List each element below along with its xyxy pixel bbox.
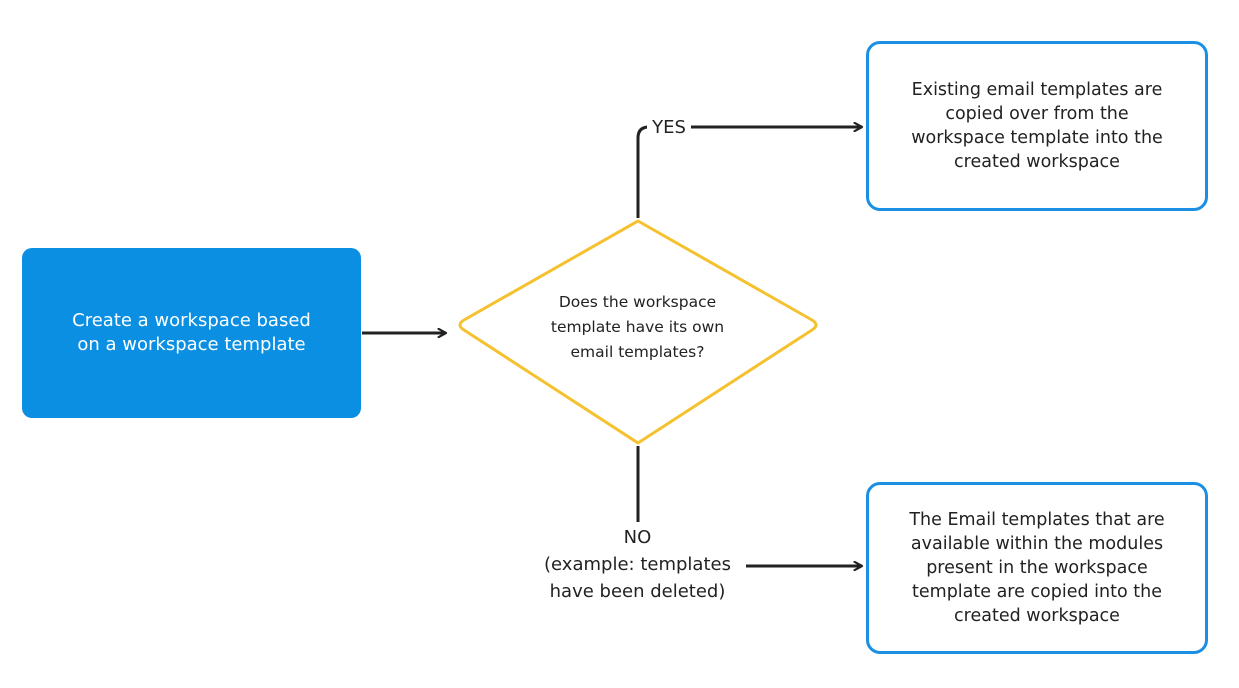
- no-result-box: The Email templates that are available w…: [866, 482, 1208, 654]
- start-process-text: Create a workspace based on a workspace …: [72, 310, 311, 355]
- start-process-box: Create a workspace based on a workspace …: [22, 248, 361, 418]
- yes-result-box: Existing email templates are copied over…: [866, 41, 1208, 211]
- no-result-text: The Email templates that are available w…: [909, 510, 1165, 626]
- no-branch-label: NO (example: templates have been deleted…: [530, 524, 745, 605]
- yes-result-text: Existing email templates are copied over…: [911, 80, 1163, 172]
- decision-diamond: [458, 219, 818, 445]
- decision-question-text: Does the workspace template have its own…: [550, 293, 725, 361]
- yes-branch-label: YES: [647, 114, 691, 141]
